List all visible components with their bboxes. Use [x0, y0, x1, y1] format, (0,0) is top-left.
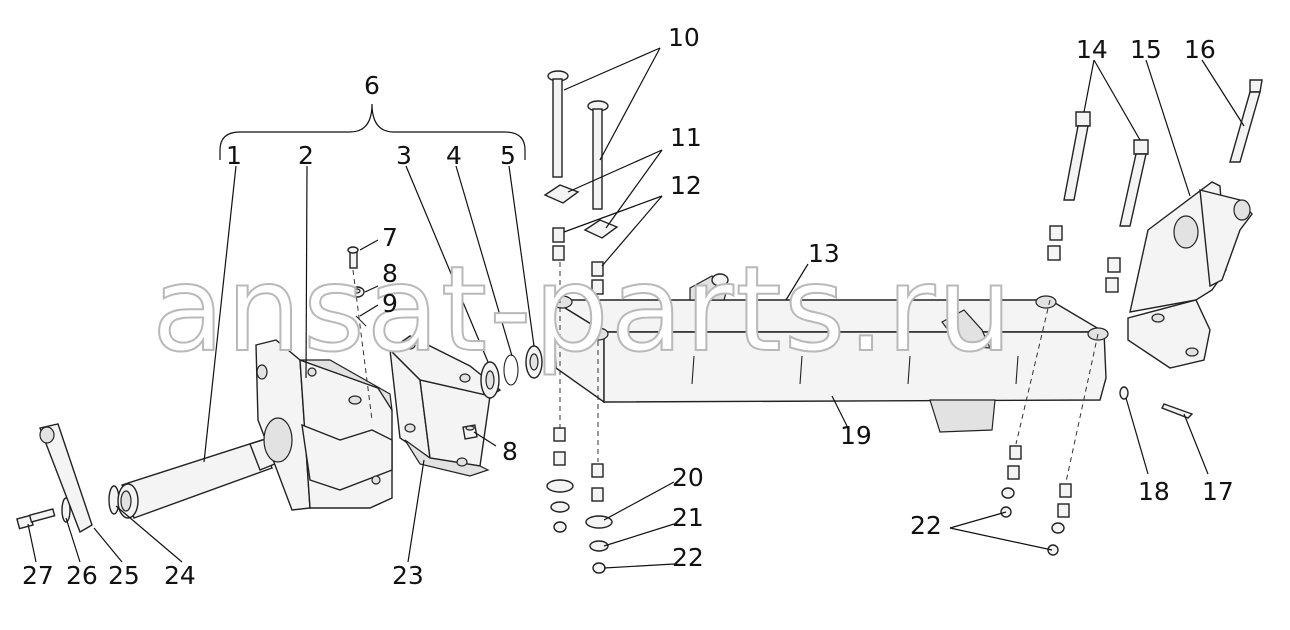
- part-14-spacer-a: [1049, 225, 1063, 241]
- part-14-spacer-d: [1105, 277, 1119, 293]
- callout-5: 5: [500, 141, 516, 170]
- callout-20: 20: [672, 463, 704, 492]
- part-26-washer: [61, 497, 71, 523]
- callout-2: 2: [298, 141, 314, 170]
- callout-12: 12: [670, 171, 702, 200]
- watermark: ansat-parts.ru: [152, 240, 1014, 378]
- callout-8-upper: 8: [382, 259, 398, 288]
- callout-1: 1: [226, 141, 242, 170]
- callout-19: 19: [840, 421, 872, 450]
- part-10-bolt-left: [547, 70, 569, 178]
- part-12-spacer-left-b: [552, 245, 565, 261]
- callout-7: 7: [382, 223, 398, 252]
- part-23-bracket: [388, 335, 502, 477]
- callout-8-lower: 8: [502, 437, 518, 466]
- part-14-spacer-b: [1047, 245, 1061, 261]
- leader-lines: [27, 47, 1245, 569]
- part-3-ring: [480, 361, 500, 399]
- part-17-pin: [1161, 403, 1194, 419]
- part-27-bolt: [16, 508, 56, 530]
- callout-13: 13: [808, 239, 840, 268]
- callout-26: 26: [66, 561, 98, 590]
- assembly-axis-right-a: [1015, 299, 1051, 445]
- part-9-pin: [355, 315, 367, 327]
- part-14-bolt-left: [1063, 111, 1091, 201]
- callout-3: 3: [396, 141, 412, 170]
- part-12-spacer-left-a: [552, 227, 565, 243]
- callout-11: 11: [670, 123, 702, 152]
- callout-18: 18: [1138, 477, 1170, 506]
- callout-27: 27: [22, 561, 54, 590]
- part-11-plate-left: [543, 184, 580, 204]
- part-16-bolt: [1229, 79, 1263, 163]
- lower-right-hardware-stack: [585, 463, 613, 574]
- assembly-axis-7: [352, 269, 373, 421]
- callout-22-center: 22: [672, 543, 704, 572]
- callout-6: 6: [364, 71, 380, 100]
- callout-4: 4: [446, 141, 462, 170]
- callout-9: 9: [382, 289, 398, 318]
- part-14-bolt-right: [1119, 139, 1149, 227]
- part-25-plate: [39, 423, 93, 534]
- callout-10: 10: [668, 23, 700, 52]
- callout-15: 15: [1130, 35, 1162, 64]
- part-15-bracket: [1127, 181, 1253, 369]
- part-14-spacer-c: [1107, 257, 1121, 273]
- part-19-beam: [549, 275, 1109, 433]
- callout-16: 16: [1184, 35, 1216, 64]
- part-10-bolt-right: [587, 100, 609, 210]
- callout-22-right: 22: [910, 511, 942, 540]
- callout-labels: 1 2 3 4 5 6 7 8 8 9 10 11 12 13 14 15 16…: [22, 23, 1234, 590]
- callout-25: 25: [108, 561, 140, 590]
- callout-21: 21: [672, 503, 704, 532]
- part-7-bolt: [347, 246, 359, 269]
- callout-17: 17: [1202, 477, 1234, 506]
- part-12-spacer-right-a: [591, 261, 604, 277]
- part-21-washer: [589, 540, 609, 552]
- right-lower-hardware-stack-a: [1000, 445, 1022, 518]
- part-18-pin: [1119, 386, 1129, 400]
- callout-24: 24: [164, 561, 196, 590]
- part-22-nut: [592, 562, 606, 574]
- callout-23: 23: [392, 561, 424, 590]
- lower-left-hardware-stack: [546, 427, 574, 533]
- assembly-axis-right-b: [1065, 333, 1099, 483]
- part-5-ring: [525, 345, 543, 379]
- part-4-ring: [503, 354, 519, 386]
- callout-14: 14: [1076, 35, 1108, 64]
- part-8-nut-lower: [462, 424, 478, 440]
- right-lower-hardware-stack-b: [1047, 483, 1072, 556]
- part-13-fitting: [711, 273, 729, 287]
- part-12-spacer-right-b: [591, 279, 604, 295]
